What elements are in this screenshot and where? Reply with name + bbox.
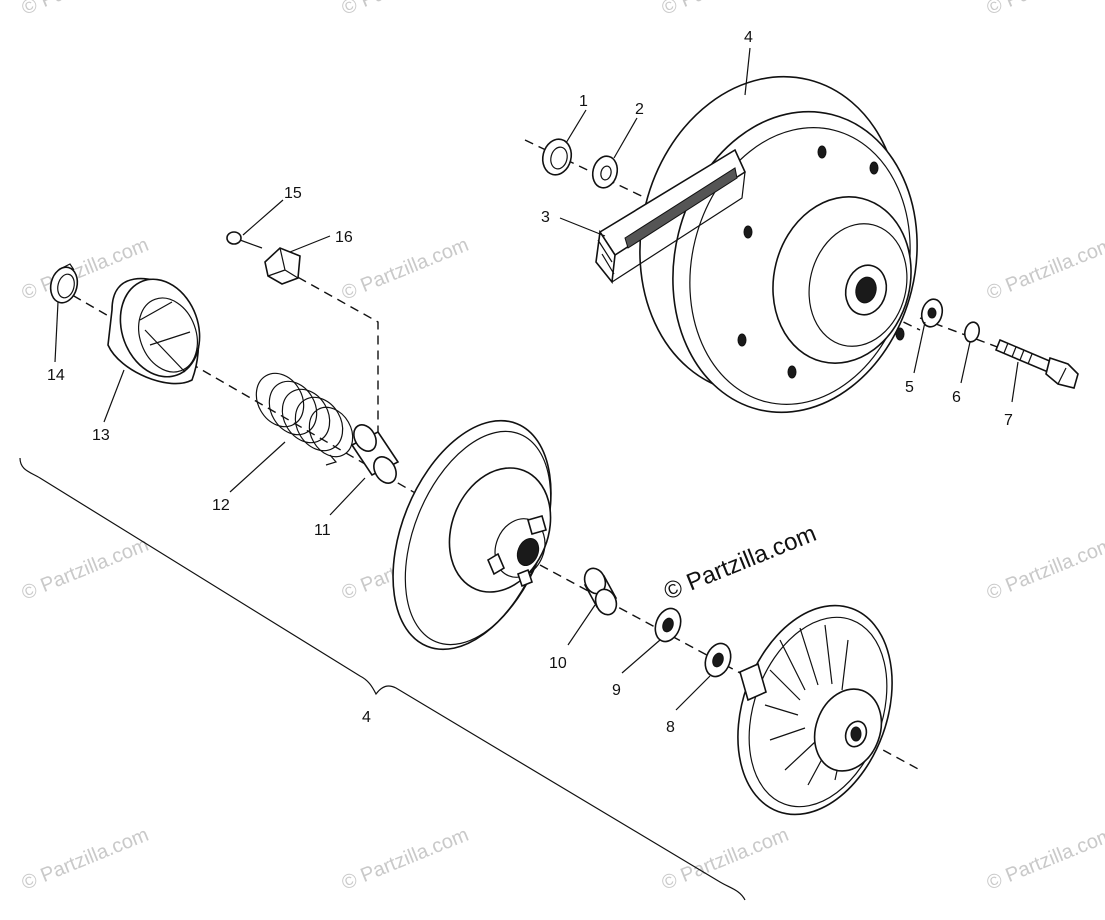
assembly-bracket [19,457,746,901]
part-7-bolt [994,338,1079,389]
label-part-11: 11 [314,522,331,539]
label-part-5: 5 [905,379,914,396]
watermark: © Partzilla.com [984,534,1105,605]
part-3-belt [595,148,747,285]
watermark: © Partzilla.com [339,0,472,20]
watermark: © Partzilla.com [19,824,152,895]
watermark: © Partzilla.com [984,234,1105,305]
center-watermark: © Partzilla.com [660,520,820,606]
watermark: © Partzilla.com [659,824,792,895]
label-part-1: 1 [579,93,588,110]
watermark: © Partzilla.com [984,0,1105,20]
driven-axis-right [539,564,921,771]
part-2-washer [591,155,619,189]
label-part-12: 12 [212,497,230,514]
part-6-lock-washer [963,321,981,343]
part-5-washer [920,298,944,328]
label-part-9: 9 [612,682,621,699]
label-part-4: 4 [744,29,753,46]
label-assembly-4: 4 [362,709,371,726]
part-4-moveable-sheave [392,419,552,651]
label-part-3: 3 [541,209,550,226]
label-part-6: 6 [952,389,961,406]
label-part-7: 7 [1004,412,1013,429]
watermark: © Partzilla.com [659,0,792,20]
label-part-15: 15 [284,185,302,202]
label-part-14: 14 [47,367,65,384]
part-4-fixed-sheave [737,604,893,816]
label-part-13: 13 [92,427,110,444]
part-15-pin [226,231,263,249]
watermark: © Partzilla.com [339,824,472,895]
part-1-ring [541,138,573,176]
part-16-button [264,247,301,285]
watermark: © Partzilla.com [19,0,152,20]
watermarks: © Partzilla.com © Partzilla.com © Partzi… [19,0,1105,895]
label-part-8: 8 [666,719,675,736]
label-part-10: 10 [549,655,567,672]
part-11-bushing [350,424,400,484]
pin-axis [284,269,379,455]
part-10-bushing [583,567,618,616]
label-part-2: 2 [635,101,644,118]
watermark: © Partzilla.com [984,824,1105,895]
part-8-washer [704,642,732,678]
leader-lines [54,47,1019,711]
part-12-spring [255,372,354,466]
part-labels: 1 2 3 4 5 6 7 8 9 10 11 12 13 14 15 16 4 [47,29,1013,736]
part-4-drive-sheave [639,75,918,414]
part-14-snap-ring [49,263,79,304]
part-13-cam [107,277,201,385]
watermark: © Partzilla.com [339,234,472,305]
part-9-washer [654,607,682,643]
watermark: © Partzilla.com [19,534,152,605]
label-part-16: 16 [335,229,353,246]
